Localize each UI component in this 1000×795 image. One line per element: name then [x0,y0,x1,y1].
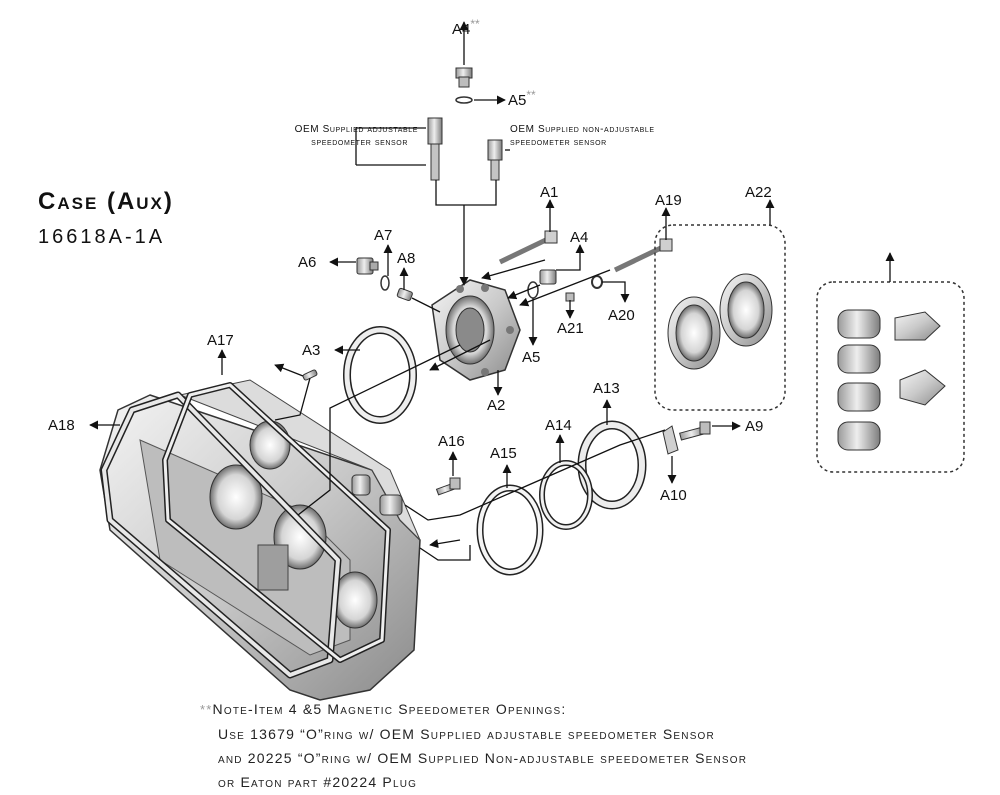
bolt-a9 [679,421,711,441]
bolt-a1 [498,230,558,265]
washer-a18 [591,275,603,289]
bolt-a14 [435,477,461,496]
callout-labels: A4** A5** A1 A4 A19 A22 A7 A8 A6 A3 A17 … [48,17,772,504]
oem-non-adjustable-line-1: OEM Supplied non-adjustable [510,124,655,135]
callout-a13: A15 [490,445,517,462]
speedometer-note: **Note-Item 4 &5 Magnetic Speedometer Op… [200,697,990,794]
note-heading: Note-Item 4 &5 Magnetic Speedometer Open… [212,701,567,717]
callout-a19: A21 [557,320,584,337]
diagram-title: Case (Aux) [38,188,174,215]
pin-a22 [302,369,318,381]
callout-a9: A9 [745,418,763,435]
note-line-4: or Eaton part #20224 Plug [218,774,418,790]
gasket-a12 [539,460,593,530]
bearing-kit-a20 [654,224,786,411]
oring-a7 [380,275,390,291]
bracket-a10 [662,425,679,455]
oring-a5 [527,281,539,299]
note-line-2: Use 13679 “O”ring w/ OEM Supplied adjust… [218,726,715,742]
plug-a6 [356,257,379,275]
callout-a11: A13 [593,380,620,397]
callout-a2: A2 [487,397,505,414]
callout-a4: A4 [570,229,588,246]
top-plug-a4 [455,67,473,88]
callout-a7: A7 [374,227,392,244]
gasket-a3 [343,326,417,424]
sleeve-a8 [396,287,413,302]
oem-adjustable-line-2: speedometer sensor [311,137,408,148]
callout-a16: A18 [48,417,75,434]
callout-a10: A10 [660,487,687,504]
note-line-1: **Note-Item 4 &5 Magnetic Speedometer Op… [200,697,990,722]
component-kit-a21 [816,281,965,473]
callout-a1: A1 [540,184,558,201]
callout-a4-top: A4** [452,17,480,38]
bolt-a17 [613,238,673,273]
note-line-3: and 20225 “O”ring w/ OEM Supplied Non-ad… [218,750,748,766]
case-housing [99,379,421,701]
callout-a18: A20 [608,307,635,324]
callout-a15: A17 [207,332,234,349]
callout-a5: A5 [522,349,540,366]
plug-a4 [539,269,557,285]
oem-non-adjustable-line-2: speedometer sensor [510,137,607,148]
note-marker: ** [200,702,213,717]
callout-a17: A19 [655,192,682,209]
leader-lines [89,21,895,561]
fitting-a19 [565,292,575,302]
callout-a8: A8 [397,250,415,267]
bearing-housing-a2 [431,279,521,381]
callout-a5-top: A5** [508,88,536,109]
callout-a14: A16 [438,433,465,450]
adjustable-speedometer-sensor [427,117,443,181]
callout-a3: A3 [302,342,320,359]
case-gasket-a15 [162,382,391,663]
callout-a6: A6 [298,254,316,271]
seal-a13 [476,484,544,576]
cover-a11 [577,420,647,510]
oem-non-adjustable-sensor-label: OEM Supplied non-adjustable speedometer … [510,123,655,149]
case-gasket-a16 [100,391,342,679]
callout-a12: A14 [545,417,572,434]
callout-a20: A22 [745,184,772,201]
non-adjustable-speedometer-sensor [487,139,503,181]
part-number: 16618A-1A [38,226,166,248]
top-oring-a5 [455,96,473,104]
